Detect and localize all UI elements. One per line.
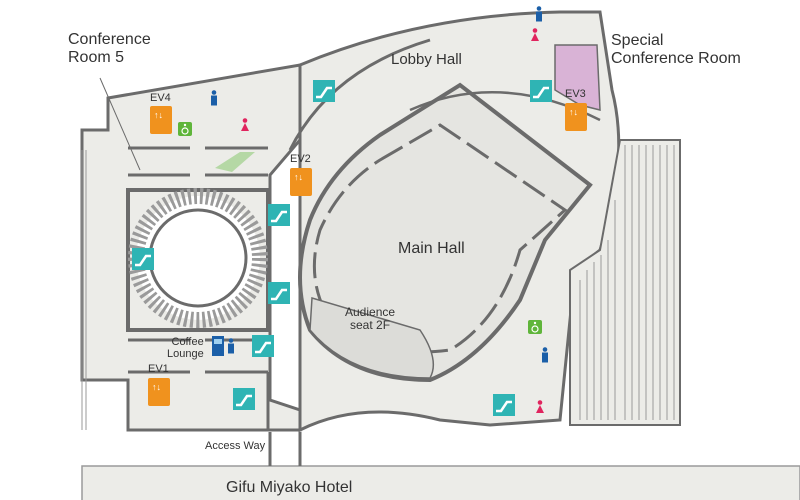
coffee-line2: Lounge [167, 348, 204, 360]
elevator-icon: ↑↓ [148, 378, 170, 406]
conference-room-5-label: Conference Room 5 [68, 31, 151, 67]
audience-seat-area [309, 297, 435, 379]
elevator-icon: ↑↓ [290, 168, 312, 196]
elevator-icon: ↑↓ [150, 106, 172, 134]
special-conference-line2: Conference Room [611, 50, 741, 67]
main-hall-label: Main Hall [398, 240, 465, 257]
west-columns [81, 150, 87, 430]
rotunda-center [148, 208, 248, 308]
coffee-lounge-label: Coffee Lounge [167, 336, 204, 360]
escalator-icon [530, 80, 552, 102]
lobby-curve [288, 38, 431, 151]
hotel-building [81, 465, 800, 500]
audience-seat-label: Audience seat 2F [345, 306, 395, 332]
escalator-icon [493, 394, 515, 416]
wheelchair-icon [178, 122, 192, 136]
escalator-icon [233, 388, 255, 410]
ev1-label: EV1 [148, 363, 169, 375]
ramp [215, 152, 255, 172]
escalator-icon [252, 335, 274, 357]
male-restroom-icon [542, 347, 548, 363]
special-conference-room-label: Special Conference Room [611, 32, 741, 68]
female-restroom-icon [241, 118, 249, 131]
access-way [268, 432, 302, 466]
male-restroom-icon [211, 90, 217, 106]
conference-room-5-line1: Conference [68, 31, 151, 48]
leader-conference-5 [99, 77, 141, 171]
female-restroom-icon [531, 28, 539, 41]
escalator-icon [268, 282, 290, 304]
elevator-icon: ↑↓ [565, 103, 587, 131]
special-conference-line1: Special [611, 32, 664, 49]
ev3-label: EV3 [565, 88, 586, 100]
special-conference-room [554, 44, 601, 111]
escalator-icon [268, 204, 290, 226]
audience-line2: seat 2F [350, 318, 391, 332]
female-restroom-icon [536, 400, 544, 413]
person-icon [228, 338, 234, 354]
vending-machine-icon [212, 336, 224, 356]
east-steps [569, 139, 681, 426]
audience-line1: Audience [345, 305, 396, 319]
wheelchair-icon [528, 320, 542, 334]
escalator-icon [313, 80, 335, 102]
access-way-label: Access Way [205, 440, 266, 452]
coffee-line1: Coffee [171, 336, 204, 348]
ev4-label: EV4 [150, 92, 171, 104]
lobby-hall-label: Lobby Hall [391, 51, 462, 68]
conference-room-5-line2: Room 5 [68, 49, 125, 66]
male-restroom-icon [536, 6, 542, 22]
ev2-label: EV2 [290, 153, 311, 165]
escalator-icon [132, 248, 154, 270]
hotel-label: Gifu Miyako Hotel [226, 479, 353, 496]
